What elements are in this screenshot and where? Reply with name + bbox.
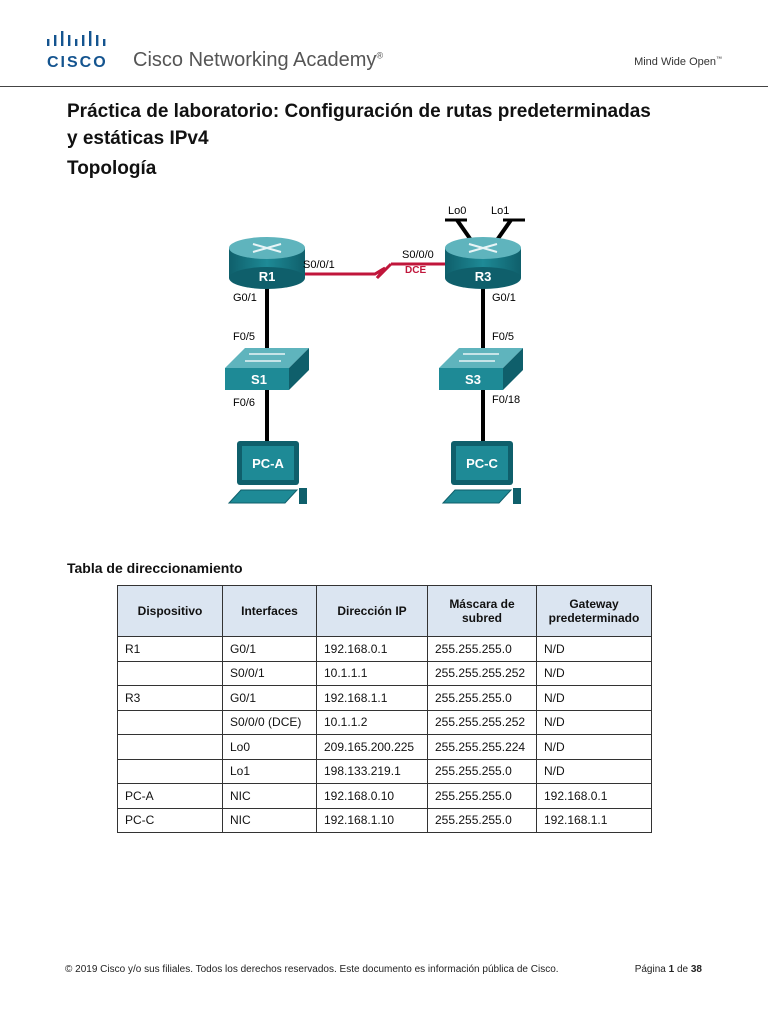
cell-gateway: 192.168.1.1 [536, 807, 652, 833]
cisco-logo-text: CISCO [47, 54, 108, 71]
label-s1: S1 [251, 372, 267, 387]
addressing-table: Dispositivo Interfaces Dirección IP Másc… [117, 585, 652, 833]
col-gateway: Gateway predeterminado [536, 585, 652, 637]
table-heading: Tabla de direccionamiento [67, 560, 243, 576]
cell-mask: 255.255.255.252 [427, 660, 537, 686]
cell-device: PC-C [117, 807, 223, 833]
cell-gateway: N/D [536, 758, 652, 784]
cell-gateway: N/D [536, 636, 652, 662]
cell-device: PC-A [117, 783, 223, 809]
cell-ip: 198.133.219.1 [316, 758, 428, 784]
label-r3-serial: S0/0/0 [402, 249, 434, 261]
label-r1: R1 [259, 269, 276, 284]
topology-heading: Topología [67, 158, 157, 179]
switch-s3-icon [439, 348, 523, 390]
cell-gateway: 192.168.0.1 [536, 783, 652, 809]
cell-device [117, 660, 223, 686]
cell-gateway: N/D [536, 734, 652, 760]
col-ip: Dirección IP [316, 585, 428, 637]
page-number: Página 1 de 38 [634, 964, 702, 975]
label-pc-c: PC-C [466, 456, 498, 471]
label-r3: R3 [475, 269, 492, 284]
label-lo0: Lo0 [448, 205, 466, 217]
topology-diagram: R1 R3 S1 S3 PC-A PC-C [225, 205, 525, 504]
cell-ip: 209.165.200.225 [316, 734, 428, 760]
cell-device: R3 [117, 685, 223, 711]
cell-interface: NIC [222, 807, 317, 833]
label-dce: DCE [405, 265, 426, 276]
label-s3-f05: F0/5 [492, 331, 514, 343]
cell-interface: NIC [222, 783, 317, 809]
cell-ip: 192.168.0.10 [316, 783, 428, 809]
footer-copyright: © 2019 Cisco y/o sus filiales. Todos los… [65, 964, 559, 975]
tagline: Mind Wide Open™ [634, 56, 722, 68]
label-r1-g01: G0/1 [233, 292, 257, 304]
page-header: CISCO Cisco Networking Academy® Mind Wid… [0, 0, 768, 88]
label-s1-f05: F0/5 [233, 331, 255, 343]
cell-device [117, 734, 223, 760]
cell-mask: 255.255.255.0 [427, 807, 537, 833]
cell-ip: 192.168.1.1 [316, 685, 428, 711]
col-mask: Máscara de subred [427, 585, 537, 637]
cell-device: R1 [117, 636, 223, 662]
cell-ip: 10.1.1.1 [316, 660, 428, 686]
label-lo1: Lo1 [491, 205, 509, 217]
title-line-1: Práctica de laboratorio: Configuración d… [67, 101, 651, 122]
title-line-2: y estáticas IPv4 [67, 128, 209, 149]
cell-ip: 192.168.0.1 [316, 636, 428, 662]
label-r3-g01: G0/1 [492, 292, 516, 304]
cell-mask: 255.255.255.0 [427, 758, 537, 784]
pc-c-icon [441, 441, 521, 504]
cell-mask: 255.255.255.0 [427, 783, 537, 809]
cell-ip: 10.1.1.2 [316, 709, 428, 735]
cell-gateway: N/D [536, 709, 652, 735]
cell-gateway: N/D [536, 685, 652, 711]
cell-ip: 192.168.1.10 [316, 807, 428, 833]
cisco-logo-icon [47, 31, 106, 46]
cell-mask: 255.255.255.252 [427, 709, 537, 735]
cell-interface: G0/1 [222, 636, 317, 662]
cell-gateway: N/D [536, 660, 652, 686]
loopback-lo0-link [455, 218, 473, 242]
label-pc-a: PC-A [252, 456, 284, 471]
cell-interface: Lo0 [222, 734, 317, 760]
pc-a-icon [227, 441, 307, 504]
col-interfaces: Interfaces [222, 585, 317, 637]
cell-mask: 255.255.255.224 [427, 734, 537, 760]
cell-interface: Lo1 [222, 758, 317, 784]
document-title: Práctica de laboratorio: Configuración d… [67, 98, 717, 152]
cell-interface: S0/0/1 [222, 660, 317, 686]
router-r3-icon [445, 237, 521, 289]
label-s3-f018: F0/18 [492, 394, 520, 406]
cell-interface: S0/0/0 (DCE) [222, 709, 317, 735]
label-s3: S3 [465, 372, 481, 387]
brand-name: Cisco Networking Academy® [133, 49, 384, 71]
serial-link [303, 262, 393, 280]
cell-mask: 255.255.255.0 [427, 685, 537, 711]
col-device: Dispositivo [117, 585, 223, 637]
switch-s1-icon [225, 348, 309, 390]
label-s1-f06: F0/6 [233, 397, 255, 409]
router-r1-icon [229, 237, 305, 289]
cell-device [117, 758, 223, 784]
cell-device [117, 709, 223, 735]
label-r1-serial: S0/0/1 [303, 259, 335, 271]
cell-interface: G0/1 [222, 685, 317, 711]
header-divider [0, 86, 768, 87]
table-header-row: Dispositivo Interfaces Dirección IP Másc… [117, 585, 652, 637]
cell-mask: 255.255.255.0 [427, 636, 537, 662]
loopback-lo1-link [495, 218, 513, 242]
